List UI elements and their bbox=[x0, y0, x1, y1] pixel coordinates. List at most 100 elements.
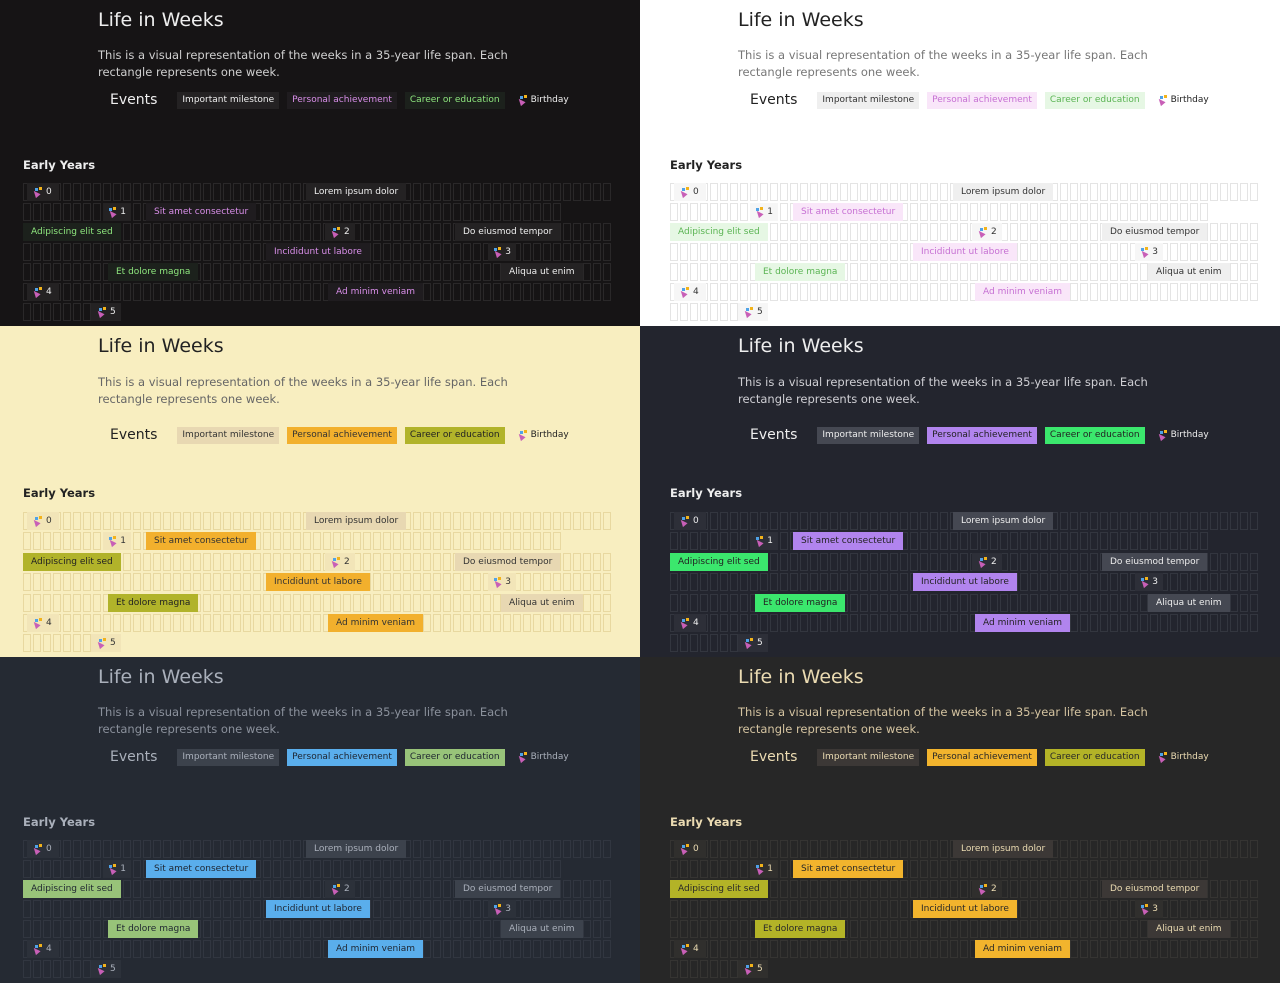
week-cell[interactable] bbox=[93, 840, 101, 858]
week-cell[interactable] bbox=[463, 573, 471, 592]
week-cell[interactable] bbox=[910, 512, 918, 530]
week-cell[interactable] bbox=[593, 880, 601, 898]
week-cell[interactable] bbox=[313, 860, 321, 878]
week-cell[interactable] bbox=[800, 512, 808, 530]
week-cell[interactable] bbox=[383, 860, 391, 878]
week-cell[interactable] bbox=[433, 263, 441, 281]
week-cell[interactable] bbox=[910, 552, 918, 571]
week-cell[interactable] bbox=[413, 573, 421, 592]
week-cell[interactable] bbox=[710, 900, 718, 918]
week-cell[interactable] bbox=[760, 940, 768, 958]
week-cell[interactable] bbox=[573, 940, 581, 958]
event-label[interactable]: Incididunt ut labore bbox=[266, 900, 370, 918]
week-cell[interactable] bbox=[950, 532, 958, 551]
week-cell[interactable] bbox=[393, 573, 401, 592]
week-cell[interactable] bbox=[1120, 532, 1128, 551]
week-cell[interactable] bbox=[1220, 223, 1228, 241]
week-cell[interactable] bbox=[513, 183, 521, 201]
week-cell[interactable] bbox=[940, 203, 948, 221]
week-cell[interactable] bbox=[700, 593, 708, 612]
week-cell[interactable] bbox=[233, 223, 241, 241]
week-cell[interactable] bbox=[273, 614, 281, 632]
week-cell[interactable] bbox=[940, 283, 948, 301]
week-cell[interactable] bbox=[523, 860, 531, 878]
week-cell[interactable] bbox=[373, 223, 381, 241]
week-cell[interactable] bbox=[163, 840, 171, 858]
week-cell[interactable] bbox=[33, 920, 41, 938]
week-cell[interactable] bbox=[93, 573, 101, 592]
event-label[interactable]: Do eiusmod tempor bbox=[1102, 552, 1208, 571]
week-cell[interactable] bbox=[143, 840, 151, 858]
week-cell[interactable] bbox=[433, 243, 441, 261]
week-cell[interactable] bbox=[930, 860, 938, 878]
week-cell[interactable] bbox=[133, 940, 141, 958]
week-cell[interactable] bbox=[860, 920, 868, 938]
week-cell[interactable] bbox=[103, 283, 111, 301]
week-cell[interactable] bbox=[263, 840, 271, 858]
week-cell[interactable] bbox=[1110, 243, 1118, 261]
week-cell[interactable] bbox=[593, 840, 601, 858]
week-cell[interactable] bbox=[173, 614, 181, 632]
week-cell[interactable] bbox=[583, 614, 591, 632]
week-cell[interactable] bbox=[880, 243, 888, 261]
week-cell[interactable] bbox=[523, 512, 531, 530]
week-cell[interactable] bbox=[93, 243, 101, 261]
week-cell[interactable] bbox=[293, 223, 301, 241]
week-cell[interactable] bbox=[1190, 840, 1198, 858]
week-cell[interactable] bbox=[930, 552, 938, 571]
week-cell[interactable] bbox=[153, 512, 161, 530]
week-cell[interactable] bbox=[263, 593, 271, 612]
week-cell[interactable] bbox=[213, 223, 221, 241]
week-cell[interactable] bbox=[563, 223, 571, 241]
week-cell[interactable] bbox=[373, 880, 381, 898]
week-cell[interactable] bbox=[1020, 880, 1028, 898]
week-cell[interactable] bbox=[223, 283, 231, 301]
week-cell[interactable] bbox=[1150, 203, 1158, 221]
week-cell[interactable] bbox=[183, 840, 191, 858]
week-cell[interactable] bbox=[1210, 223, 1218, 241]
week-cell[interactable] bbox=[423, 532, 431, 551]
week-cell[interactable] bbox=[553, 512, 561, 530]
week-cell[interactable] bbox=[483, 532, 491, 551]
week-cell[interactable] bbox=[313, 263, 321, 281]
event-label[interactable]: Lorem ipsum dolor bbox=[306, 512, 407, 530]
week-cell[interactable] bbox=[890, 593, 898, 612]
week-cell[interactable] bbox=[850, 223, 858, 241]
week-cell[interactable] bbox=[820, 900, 828, 918]
week-cell[interactable] bbox=[1160, 183, 1168, 201]
week-cell[interactable] bbox=[333, 532, 341, 551]
week-cell[interactable] bbox=[860, 573, 868, 592]
week-cell[interactable] bbox=[413, 920, 421, 938]
week-cell[interactable] bbox=[890, 283, 898, 301]
week-cell[interactable] bbox=[293, 614, 301, 632]
week-cell[interactable] bbox=[303, 940, 311, 958]
week-cell[interactable] bbox=[680, 243, 688, 261]
week-cell[interactable] bbox=[383, 223, 391, 241]
week-cell[interactable] bbox=[920, 203, 928, 221]
week-cell[interactable] bbox=[960, 940, 968, 958]
week-cell[interactable] bbox=[690, 203, 698, 221]
week-cell[interactable] bbox=[443, 183, 451, 201]
week-cell[interactable] bbox=[950, 940, 958, 958]
week-cell[interactable] bbox=[383, 263, 391, 281]
week-cell[interactable] bbox=[403, 223, 411, 241]
week-cell[interactable] bbox=[553, 243, 561, 261]
week-cell[interactable] bbox=[313, 532, 321, 551]
week-cell[interactable] bbox=[1090, 283, 1098, 301]
week-cell[interactable] bbox=[193, 243, 201, 261]
week-cell[interactable] bbox=[483, 840, 491, 858]
week-cell[interactable] bbox=[800, 283, 808, 301]
week-cell[interactable] bbox=[1220, 243, 1228, 261]
week-cell[interactable] bbox=[113, 573, 121, 592]
event-label[interactable]: Sit amet consectetur bbox=[793, 203, 904, 221]
week-cell[interactable] bbox=[1050, 900, 1058, 918]
week-cell[interactable] bbox=[433, 223, 441, 241]
week-cell[interactable] bbox=[1230, 940, 1238, 958]
week-cell[interactable] bbox=[1140, 840, 1148, 858]
week-cell[interactable] bbox=[870, 614, 878, 632]
week-cell[interactable] bbox=[423, 920, 431, 938]
week-cell[interactable] bbox=[183, 512, 191, 530]
week-cell[interactable] bbox=[1010, 552, 1018, 571]
week-cell[interactable] bbox=[880, 573, 888, 592]
week-cell[interactable] bbox=[463, 840, 471, 858]
